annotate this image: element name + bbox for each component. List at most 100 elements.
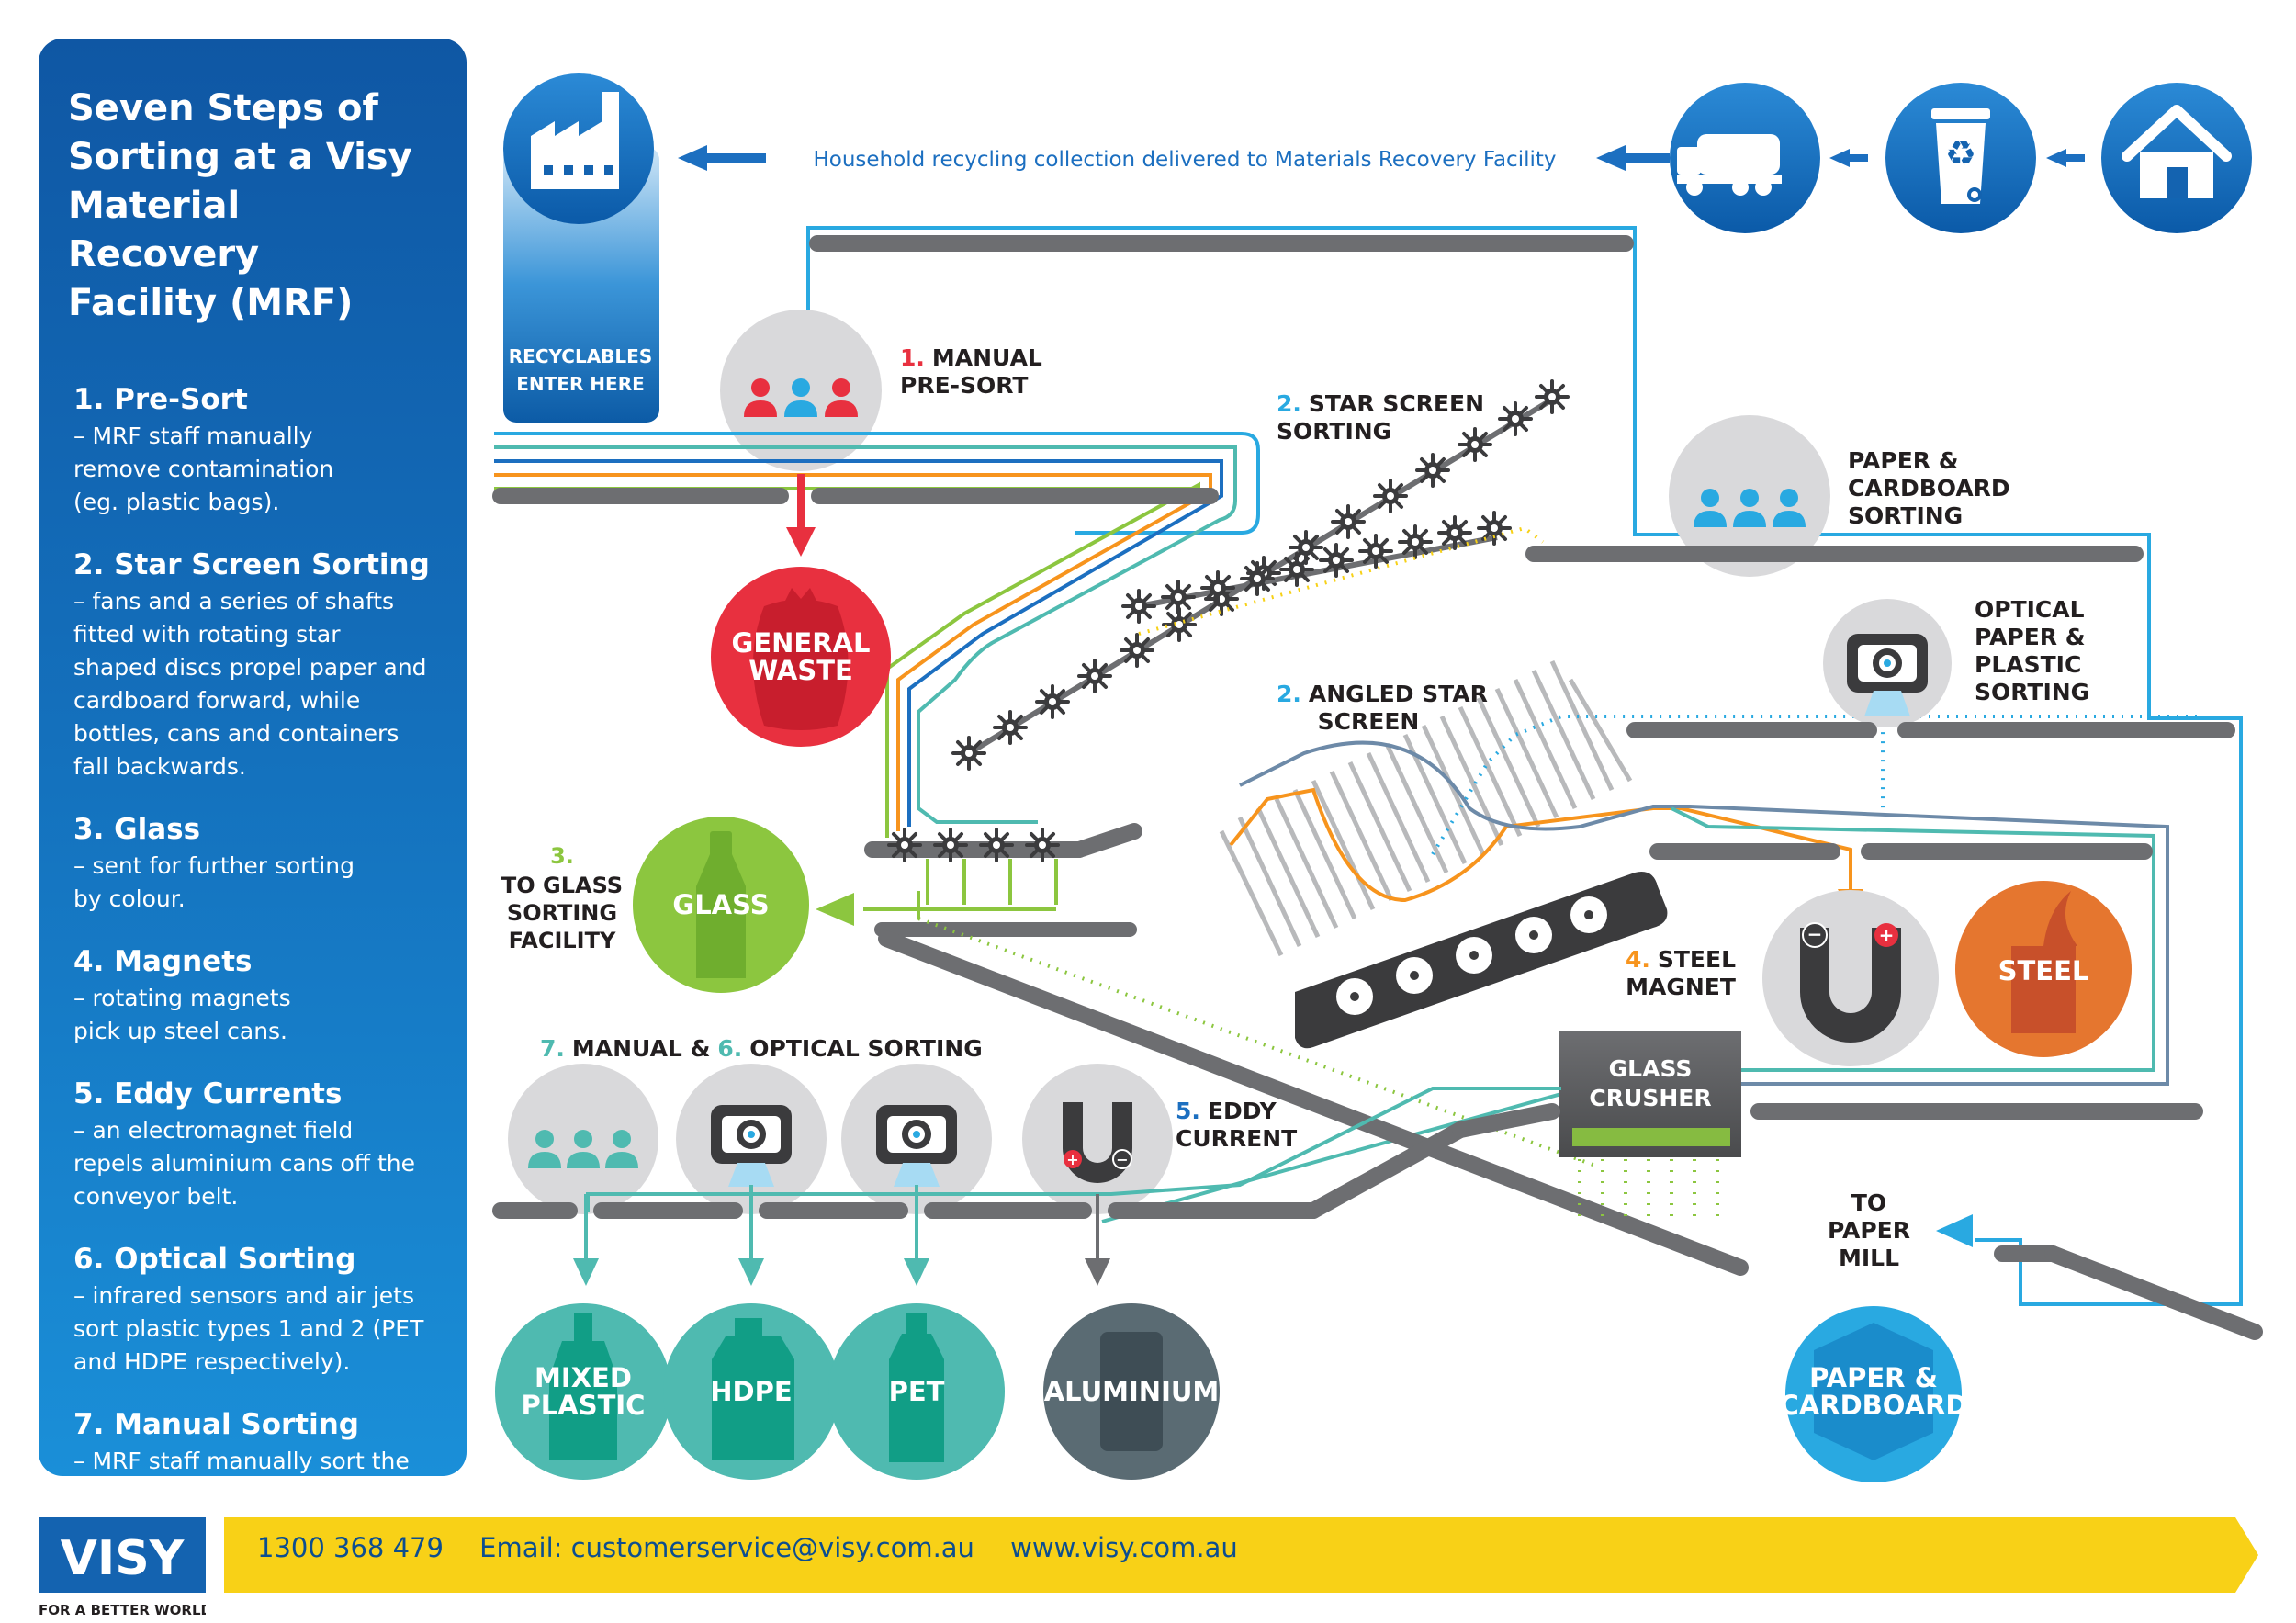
- arrow-left-icon: [816, 893, 854, 926]
- svg-text:+: +: [1066, 1151, 1078, 1168]
- svg-text:−: −: [1116, 1151, 1128, 1168]
- dotted-flow: [1138, 525, 1545, 636]
- svg-text:+: +: [1879, 924, 1895, 946]
- paper-sorting-label: PAPER &: [1848, 447, 1959, 474]
- glass-crusher-label: GLASS: [1609, 1055, 1693, 1082]
- steel-magnet-label-2: MAGNET: [1626, 974, 1736, 1000]
- paper-flow-line: [1975, 1238, 2243, 1306]
- presort-label: 1.MANUAL: [900, 344, 1042, 371]
- recycle-bin-icon: ♻: [1931, 108, 1990, 204]
- glass-dotted-flow: [917, 917, 1599, 1168]
- collection-caption: Household recycling collection delivered…: [813, 148, 1556, 172]
- star-screen-rail-lower: [1138, 535, 1498, 609]
- presort-label-2: PRE-SORT: [900, 372, 1028, 399]
- step-title: 5. Eddy Currents: [73, 1077, 343, 1110]
- contact-info: 1300 368 479 Email: customerservice@visy…: [257, 1532, 1266, 1563]
- paper-sorting-label-3: SORTING: [1848, 502, 1963, 529]
- step-title: 3. Glass: [73, 813, 201, 846]
- paper-sorting-label-2: CARDBOARD: [1848, 475, 2010, 502]
- glass-step-label-3: SORTING: [507, 900, 617, 926]
- angled-flow-teal: [1101, 806, 2155, 1223]
- optical-sensor-icon: [711, 1105, 792, 1164]
- email-link[interactable]: Email: customerservice@visy.com.au: [479, 1532, 974, 1563]
- star-screen-label-2: SORTING: [1277, 418, 1391, 445]
- air-jet: [728, 1163, 774, 1187]
- glass-conveyor-diag: [1071, 823, 1142, 858]
- mixed-plastic-label-2: PLASTIC: [522, 1390, 646, 1421]
- glass-crusher-label-2: CRUSHER: [1589, 1085, 1711, 1111]
- svg-text:VISY: VISY: [61, 1531, 186, 1586]
- hdpe-label: HDPE: [710, 1376, 792, 1407]
- glass-drop-lines: [863, 859, 1058, 911]
- phone-number[interactable]: 1300 368 479: [257, 1532, 444, 1563]
- website-link[interactable]: www.visy.com.au: [1010, 1532, 1238, 1563]
- optical-paper-label-2: PAPER &: [1975, 624, 2086, 650]
- magnet-icon: + −: [1063, 1102, 1132, 1183]
- step-title: 7. Manual Sorting: [73, 1408, 359, 1441]
- sorting-header: 7.MANUAL &6.OPTICAL SORTING: [540, 1035, 983, 1062]
- arrow-left-icon: [1596, 145, 1670, 171]
- bottle-icon: [549, 1313, 617, 1460]
- glass-step-label: 3.: [550, 843, 574, 869]
- fan-conveyor: [1295, 872, 1668, 1049]
- star-screen-lower: [1121, 511, 1512, 624]
- svg-text:−: −: [1807, 923, 1823, 945]
- aluminium-label: ALUMINIUM: [1044, 1376, 1220, 1407]
- box-icon: [1814, 1323, 1933, 1460]
- arrow-left-icon: [2046, 149, 2085, 167]
- house-icon: [2122, 105, 2232, 198]
- svg-text:♻: ♻: [1945, 133, 1976, 174]
- step-title: 1. Pre-Sort: [73, 383, 248, 416]
- angled-star-label: 2.ANGLED STAR: [1277, 681, 1488, 707]
- truck-icon: [1677, 134, 1782, 196]
- optical-paper-label-4: SORTING: [1975, 679, 2089, 705]
- air-jet: [894, 1163, 940, 1187]
- steps-sidebar: Seven Steps of Sorting at a Visy Materia…: [39, 39, 467, 1507]
- glass-crusher-teeth: [1572, 1128, 1730, 1146]
- eddy-label: 5.EDDY: [1176, 1098, 1277, 1124]
- glass-diagonal-conveyor: [878, 930, 1749, 1276]
- step-5: 5. Eddy Currents – an electromagnet fiel…: [73, 1077, 437, 1213]
- mixed-plastic-label: MIXED: [535, 1362, 632, 1393]
- can-icon: [1100, 1332, 1163, 1451]
- paper-mill-conveyor-2: [2044, 1245, 2263, 1340]
- air-jet: [1864, 691, 1910, 716]
- arrow-left-icon: [678, 145, 766, 171]
- paper-cardboard-label-2: CARDBOARD: [1780, 1390, 1968, 1421]
- arrow-left-icon: [1936, 1214, 1973, 1247]
- material-flow-lines: [494, 432, 1260, 919]
- bag-icon: [753, 588, 849, 730]
- magnet-icon: − +: [1800, 922, 1901, 1043]
- glass-step-label-2: TO GLASS: [501, 873, 623, 898]
- factory-icon: [531, 92, 619, 189]
- recyclables-enter-label-2: ENTER HERE: [516, 373, 645, 395]
- drop-arrows: [573, 1185, 1110, 1286]
- pet-label: PET: [889, 1376, 945, 1407]
- eddy-label-2: CURRENT: [1176, 1125, 1297, 1152]
- optical-sensor-icon: [876, 1105, 957, 1164]
- bottle-icon: [696, 831, 746, 978]
- optical-paper-label-3: PLASTIC: [1975, 651, 2081, 678]
- can-icon: [2011, 891, 2077, 1033]
- arrow-left-icon: [1829, 149, 1868, 167]
- bottom-conveyors: [492, 1103, 1560, 1219]
- bottle-icon: [889, 1313, 944, 1462]
- optical-sensor-icon: [1847, 634, 1928, 693]
- optical-paper-label: OPTICAL: [1975, 596, 2085, 623]
- step-title: 6. Optical Sorting: [73, 1243, 356, 1276]
- glass-step-label-4: FACILITY: [509, 928, 616, 953]
- recyclables-enter-label: RECYCLABLES: [509, 345, 652, 367]
- to-paper-mill-label-3: MILL: [1839, 1245, 1899, 1271]
- angled-star-screen-grid: [1219, 659, 1633, 957]
- paper-cardboard-label: PAPER &: [1809, 1362, 1938, 1393]
- arrow-down-icon: [786, 474, 816, 557]
- optical-dotted-flow: [1431, 715, 2204, 856]
- to-paper-mill-label: TO: [1851, 1189, 1886, 1216]
- visy-logo: VISY FOR A BETTER WORLD: [39, 1517, 206, 1618]
